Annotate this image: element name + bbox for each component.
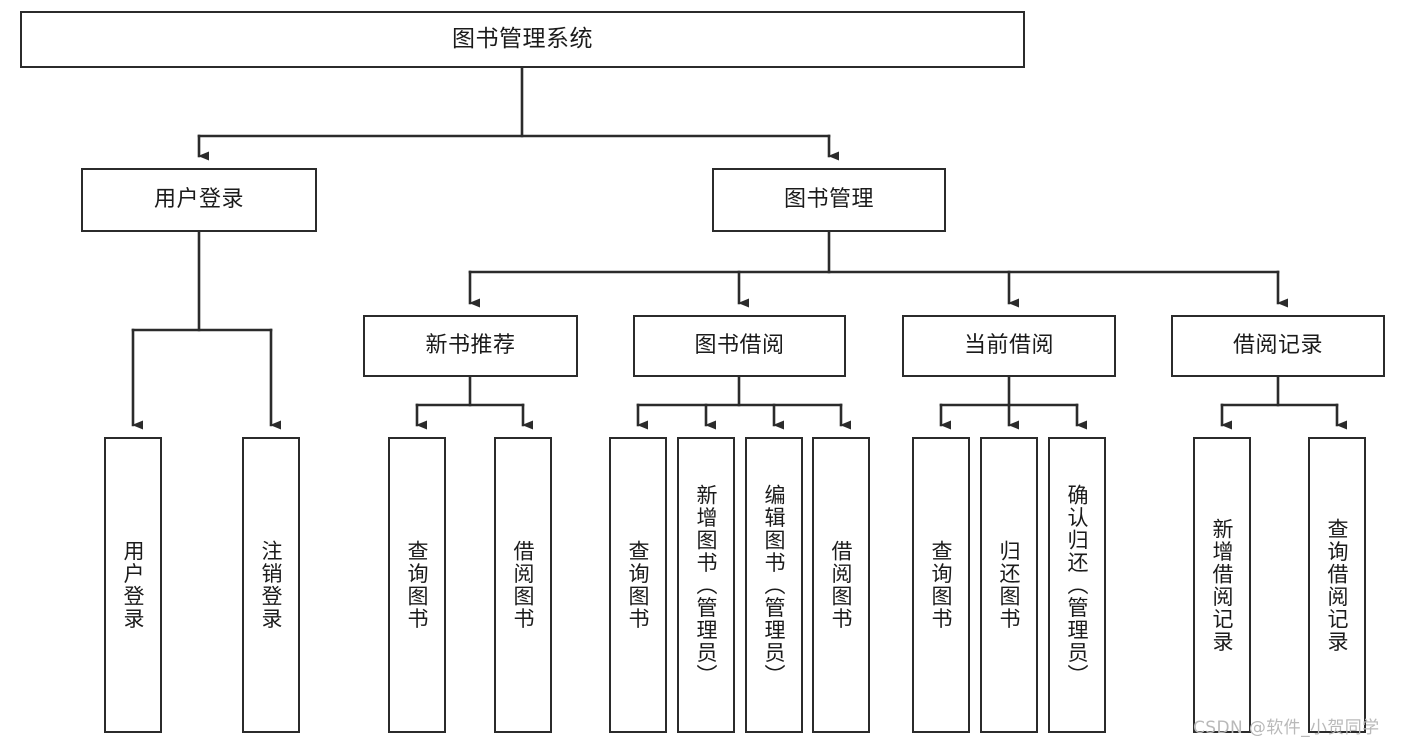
node-root-book-management-system[interactable]: 图书管理系统 xyxy=(20,11,1025,68)
node-label: 编辑图书（管理员） xyxy=(762,483,787,687)
leaf-user-login[interactable]: 用户登录 xyxy=(104,437,162,733)
leaf-query-borrow-record[interactable]: 查询借阅记录 xyxy=(1308,437,1366,733)
leaf-query-book-borrow[interactable]: 查询图书 xyxy=(609,437,667,733)
node-label: 当前借阅 xyxy=(963,333,1054,359)
node-label: 注销登录 xyxy=(259,540,284,630)
node-label: 用户登录 xyxy=(153,187,244,213)
node-label: 图书借阅 xyxy=(694,333,785,359)
leaf-logout[interactable]: 注销登录 xyxy=(242,437,300,733)
leaf-return-book[interactable]: 归还图书 xyxy=(980,437,1038,733)
node-label: 图书管理 xyxy=(783,187,874,213)
node-label: 查询图书 xyxy=(929,540,954,630)
node-book-borrow[interactable]: 图书借阅 xyxy=(633,315,846,377)
node-book-management[interactable]: 图书管理 xyxy=(712,168,946,232)
node-label: 查询借阅记录 xyxy=(1325,517,1350,653)
node-label: 确认归还（管理员） xyxy=(1065,483,1090,687)
node-label: 借阅记录 xyxy=(1232,333,1323,359)
node-label: 图书管理系统 xyxy=(452,26,593,53)
node-label: 新增借阅记录 xyxy=(1210,517,1235,653)
node-borrow-record[interactable]: 借阅记录 xyxy=(1171,315,1385,377)
node-label: 查询图书 xyxy=(626,540,651,630)
node-label: 借阅图书 xyxy=(511,540,536,630)
node-label: 查询图书 xyxy=(405,540,430,630)
leaf-borrow-book[interactable]: 借阅图书 xyxy=(812,437,870,733)
leaf-borrow-book-recommend[interactable]: 借阅图书 xyxy=(494,437,552,733)
watermark: CSDN @软件_小贺同学 xyxy=(1193,718,1380,738)
node-label: 新书推荐 xyxy=(425,333,516,359)
leaf-edit-book-admin[interactable]: 编辑图书（管理员） xyxy=(745,437,803,733)
leaf-confirm-return-admin[interactable]: 确认归还（管理员） xyxy=(1048,437,1106,733)
leaf-add-borrow-record[interactable]: 新增借阅记录 xyxy=(1193,437,1251,733)
node-current-borrow[interactable]: 当前借阅 xyxy=(902,315,1116,377)
leaf-query-book-recommend[interactable]: 查询图书 xyxy=(388,437,446,733)
node-label: 归还图书 xyxy=(997,540,1022,630)
node-new-book-recommend[interactable]: 新书推荐 xyxy=(363,315,578,377)
leaf-add-book-admin[interactable]: 新增图书（管理员） xyxy=(677,437,735,733)
node-label: 用户登录 xyxy=(121,540,146,630)
node-label: 借阅图书 xyxy=(829,540,854,630)
node-user-login[interactable]: 用户登录 xyxy=(81,168,317,232)
leaf-query-book-current[interactable]: 查询图书 xyxy=(912,437,970,733)
node-label: 新增图书（管理员） xyxy=(694,483,719,687)
